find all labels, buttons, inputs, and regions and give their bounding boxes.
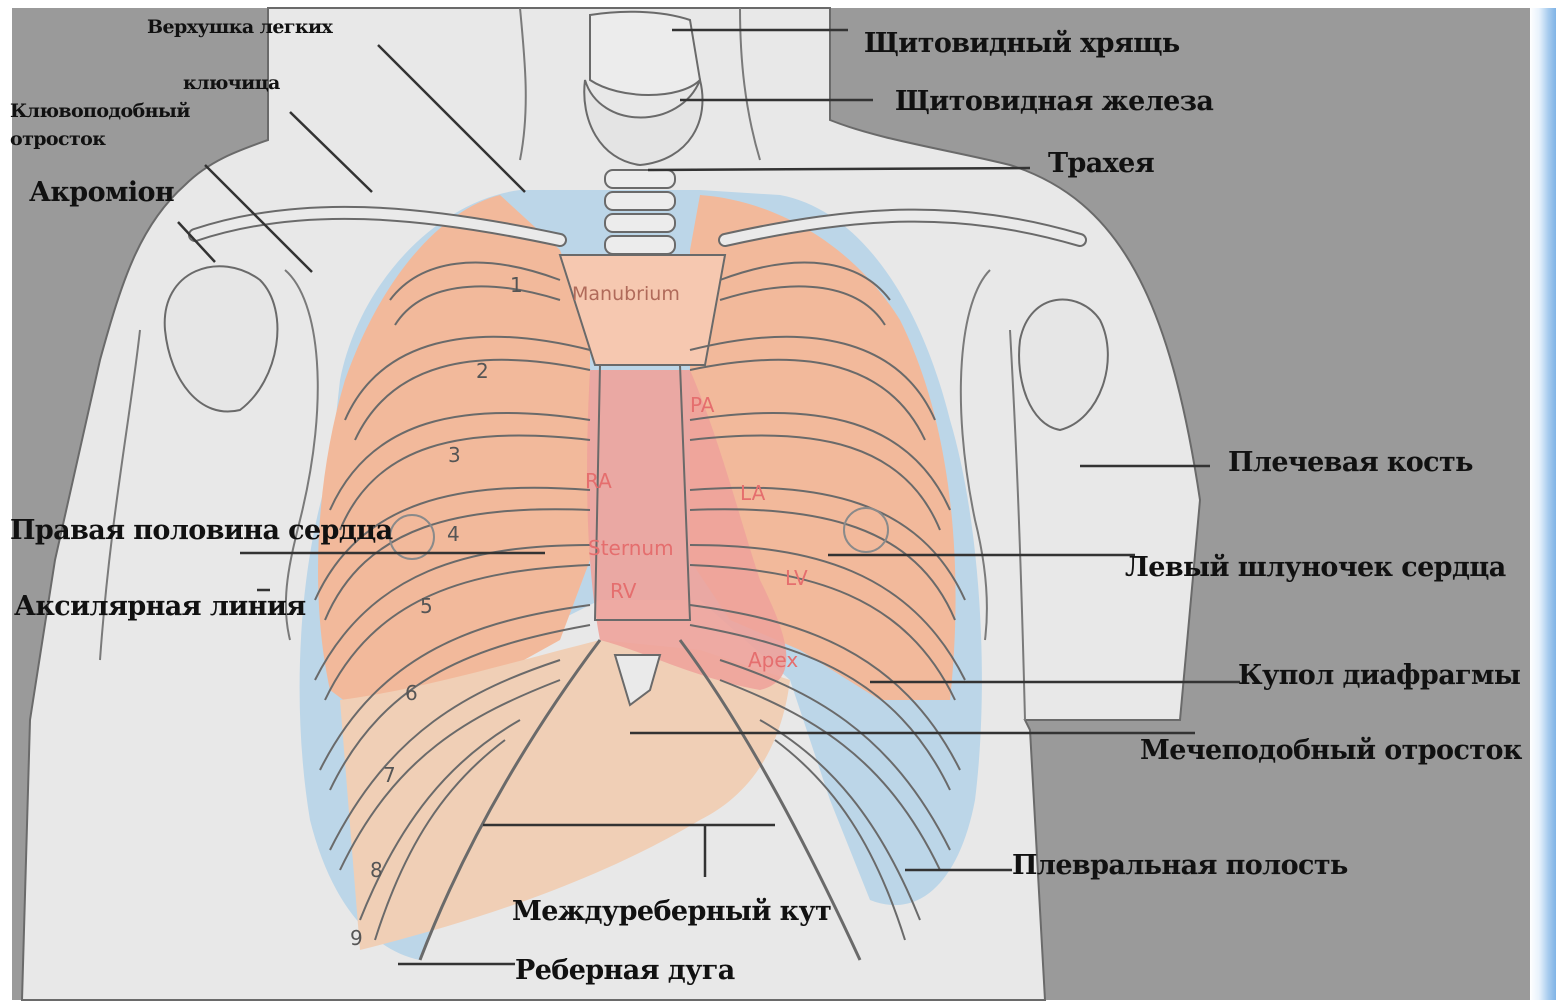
apex-text: Apex: [748, 648, 798, 672]
label-xiphoid: Мечеподобный отросток: [1140, 735, 1522, 766]
sternum-text: Sternum: [588, 536, 674, 560]
rib-number-4: 4: [447, 522, 460, 546]
label-coracoid-line1: Клювоподобный: [10, 100, 190, 122]
rv-text: RV: [610, 579, 637, 603]
label-apex-lungs: Верхушка легких: [147, 16, 332, 38]
label-intercostal-angle: Междуреберный кут: [512, 896, 831, 927]
thyroid-cartilage-shape: [590, 12, 700, 95]
label-right-heart: Правая половина сердца: [10, 515, 392, 546]
rib-number-2: 2: [476, 359, 489, 383]
lv-text: LV: [785, 566, 808, 590]
pa-text: PA: [690, 393, 715, 417]
rib-number-7: 7: [383, 763, 396, 787]
label-diaphragm-dome: Купол диафрагмы: [1238, 660, 1520, 691]
label-clavicle: ключица: [183, 72, 280, 94]
label-thyroid-cartilage: Щитовидный хрящь: [864, 28, 1180, 59]
label-axillary-line: Аксилярная линия: [14, 591, 306, 622]
rib-number-6: 6: [405, 681, 418, 705]
rib-number-1: 1: [510, 273, 523, 297]
rib-number-8: 8: [370, 858, 383, 882]
label-left-ventricle: Левый шлуночек сердца: [1125, 552, 1506, 583]
label-thyroid-gland: Щитовидная железа: [895, 86, 1213, 117]
la-text: LA: [740, 481, 766, 505]
label-acromion: Акроміон: [29, 177, 174, 208]
rib-number-9: 9: [350, 926, 363, 950]
label-costal-arch: Реберная дуга: [515, 955, 735, 986]
label-humerus: Плечевая кость: [1228, 447, 1473, 478]
label-trachea: Трахея: [1048, 148, 1154, 179]
rib-number-5: 5: [420, 594, 433, 618]
label-coracoid-line2: отросток: [10, 128, 105, 150]
ra-text: RA: [585, 469, 612, 493]
rib-number-3: 3: [448, 443, 461, 467]
label-pleural-cavity: Плевральная полость: [1012, 850, 1348, 881]
manubrium-text: Manubrium: [572, 283, 680, 305]
